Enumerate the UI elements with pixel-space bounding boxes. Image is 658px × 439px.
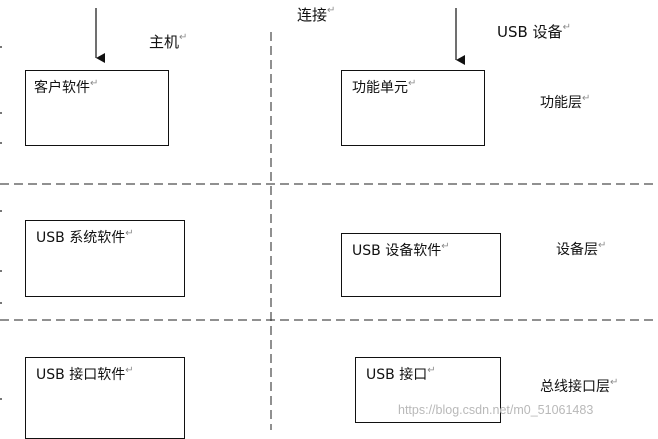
usb-interface-label: USB 接口↵ xyxy=(366,365,436,384)
edge-mark xyxy=(0,398,2,400)
function-unit-label: 功能单元↵ xyxy=(352,78,417,97)
edge-mark xyxy=(0,112,2,114)
host-label: 主机↵ xyxy=(149,32,188,52)
diagram-canvas xyxy=(0,8,658,430)
connection-label: 连接↵ xyxy=(297,5,336,25)
watermark-text: https://blog.csdn.net/m0_51061483 xyxy=(398,403,594,417)
function-layer-label: 功能层↵ xyxy=(540,93,591,112)
edge-mark xyxy=(0,46,2,48)
bus-interface-layer-label: 总线接口层↵ xyxy=(540,377,619,396)
edge-mark xyxy=(0,302,2,304)
usb-device-label: USB 设备↵ xyxy=(497,22,571,42)
usb-device-software-box: USB 设备软件↵ xyxy=(341,233,501,297)
function-unit-box: 功能单元↵ xyxy=(341,70,485,146)
usb-device-software-label: USB 设备软件↵ xyxy=(352,241,450,260)
usb-interface-software-label: USB 接口软件↵ xyxy=(36,365,134,384)
client-software-box: 客户软件↵ xyxy=(25,70,169,146)
usb-interface-software-box: USB 接口软件↵ xyxy=(25,357,185,439)
usb-interface-box: USB 接口↵ xyxy=(355,357,501,423)
edge-mark xyxy=(0,270,2,272)
edge-mark xyxy=(0,142,2,144)
usb-system-software-label: USB 系统软件↵ xyxy=(36,228,134,247)
device-layer-label: 设备层↵ xyxy=(556,240,607,259)
edge-mark xyxy=(0,210,2,212)
usb-system-software-box: USB 系统软件↵ xyxy=(25,220,185,297)
client-software-label: 客户软件↵ xyxy=(34,78,99,97)
